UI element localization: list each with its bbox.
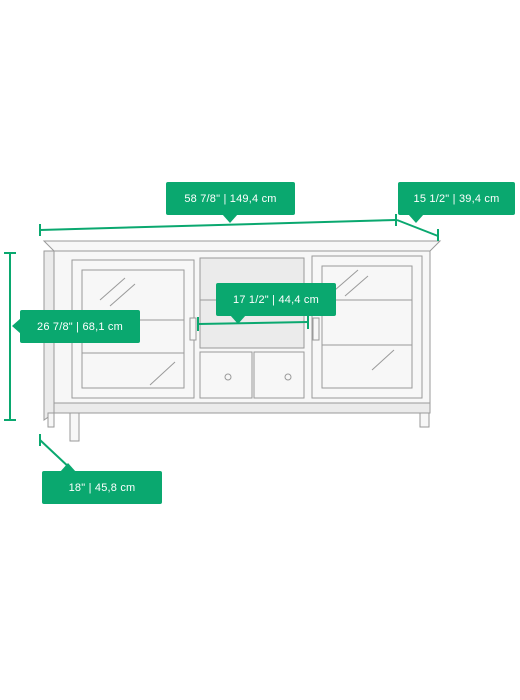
left-glass-glare-3 (149, 361, 176, 386)
width-line (39, 219, 397, 231)
cabinet-leg-front-right (419, 412, 430, 428)
drawer-right (253, 351, 305, 399)
right-door-handle (312, 317, 320, 341)
left-glass-glare-2 (109, 283, 136, 307)
right-glass-glare-1 (334, 269, 359, 291)
drawer-left-knob (224, 373, 232, 381)
overall-width-label: 58 7/8" | 149,4 cm (166, 182, 295, 223)
right-door-glass (321, 265, 413, 389)
cabinet-leg-back-left (47, 412, 55, 428)
cabinet-leg-front-left (69, 412, 80, 442)
top-depth-label: 15 1/2" | 39,4 cm (398, 182, 515, 223)
dimension-lines (4, 214, 439, 471)
cabinet-base-rail (53, 402, 431, 414)
right-glass-glare-3 (371, 349, 395, 371)
cabinet-top (42, 240, 442, 252)
drawer-right-knob (284, 373, 292, 381)
tv-stand-illustration (42, 240, 442, 442)
height-label: 26 7/8" | 68,1 cm (12, 310, 140, 343)
inner-width-label: 17 1/2" | 44,4 cm (216, 283, 336, 324)
left-glass-glare-1 (99, 277, 126, 301)
right-glass-glare-2 (344, 275, 369, 297)
depth-label: 18" | 45,8 cm (42, 463, 162, 504)
inner-width-line (197, 321, 309, 325)
top-depth-line (396, 219, 439, 237)
left-door-handle (189, 317, 197, 341)
